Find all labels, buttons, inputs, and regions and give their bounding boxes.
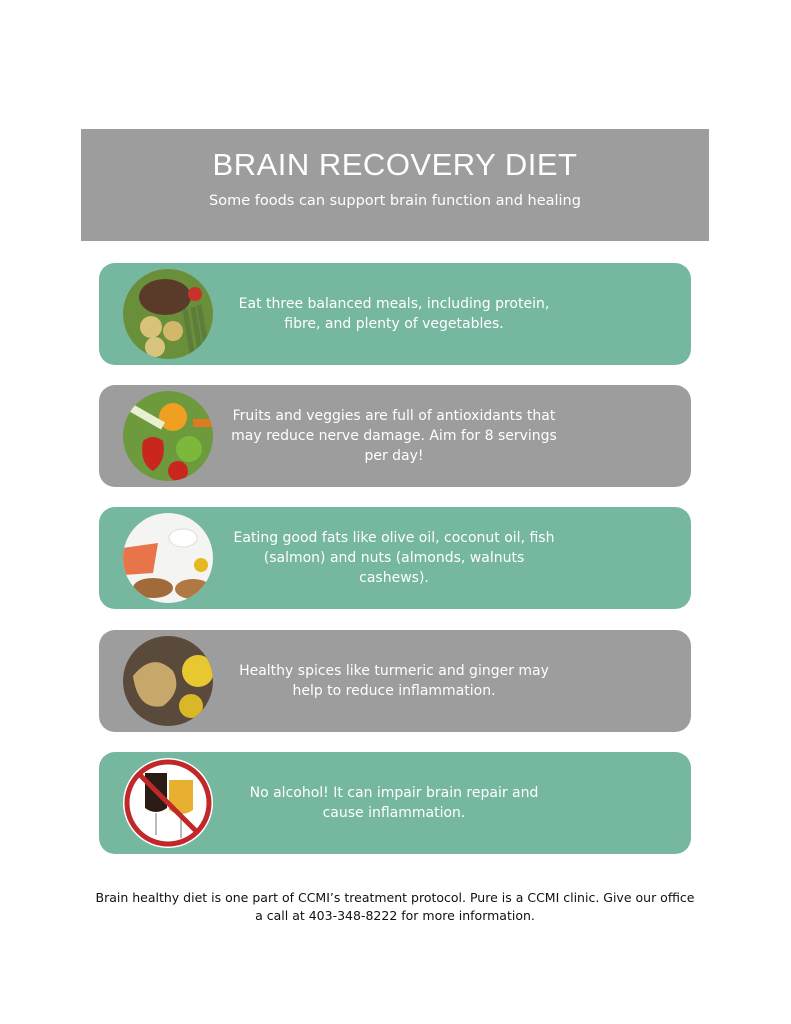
- fruits-veggies-icon: [123, 391, 213, 481]
- header-banner: BRAIN RECOVERY DIET Some foods can suppo…: [81, 129, 709, 241]
- tip-card-no-alcohol: No alcohol! It can impair brain repair a…: [99, 752, 691, 854]
- tip-card-good-fats: Eating good fats like olive oil, coconut…: [99, 507, 691, 609]
- tip-text: Eating good fats like olive oil, coconut…: [233, 530, 555, 586]
- footer-note: Brain healthy diet is one part of CCMI’s…: [95, 890, 695, 923]
- page-title: BRAIN RECOVERY DIET: [212, 147, 578, 182]
- balanced-meal-icon: [123, 269, 213, 359]
- ginger-turmeric-icon: [123, 636, 213, 726]
- page-subtitle: Some foods can support brain function an…: [209, 193, 581, 209]
- tip-text: Eat three balanced meals, including prot…: [238, 296, 550, 332]
- tip-card-spices: Healthy spices like turmeric and ginger …: [99, 630, 691, 732]
- tip-text: No alcohol! It can impair brain repair a…: [249, 785, 539, 821]
- no-alcohol-icon: [123, 758, 213, 848]
- tip-text: Fruits and veggies are full of antioxida…: [231, 408, 557, 464]
- tip-card-fruits-veggies: Fruits and veggies are full of antioxida…: [99, 385, 691, 487]
- tip-text: Healthy spices like turmeric and ginger …: [239, 663, 549, 699]
- tip-card-balanced-meals: Eat three balanced meals, including prot…: [99, 263, 691, 365]
- good-fats-icon: [123, 513, 213, 603]
